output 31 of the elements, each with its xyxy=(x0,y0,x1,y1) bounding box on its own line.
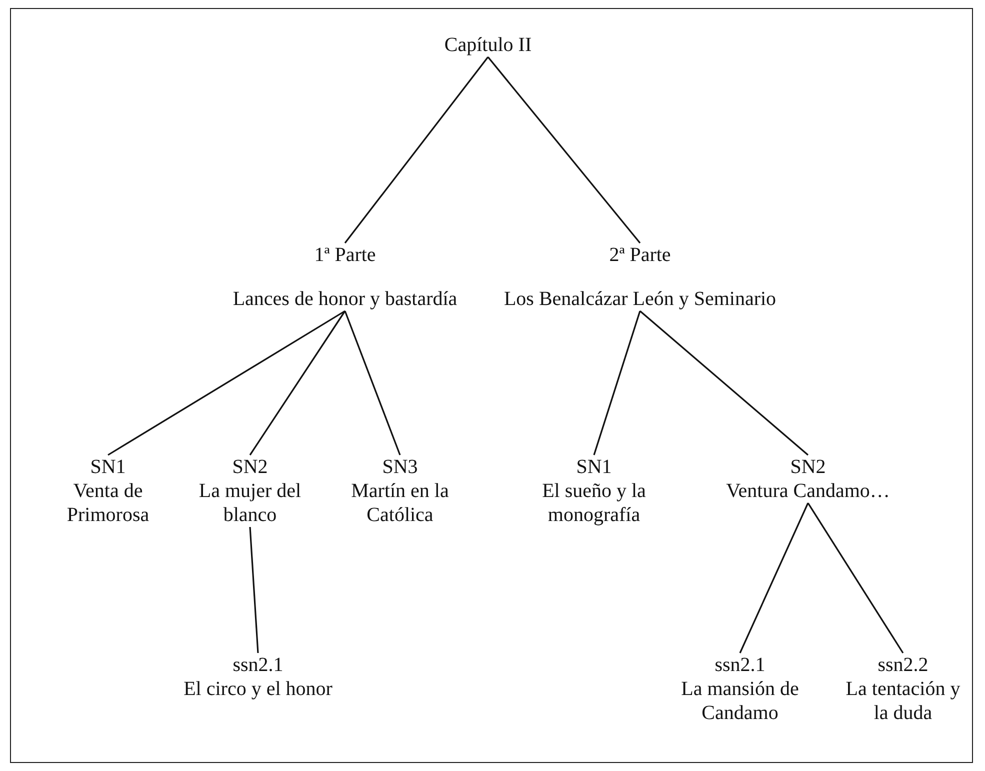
tree-line xyxy=(593,310,641,456)
node-title: El circo y el honor xyxy=(184,677,332,701)
node-heading: SN2 xyxy=(232,455,268,479)
node-title: La tentación y la duda xyxy=(844,677,962,725)
node-title: El sueño y la monografía xyxy=(541,479,647,527)
tree-line xyxy=(639,310,809,456)
node-title: Lances de honor y bastardía xyxy=(232,287,458,311)
tree-line xyxy=(249,310,346,456)
node-title: Martín en la Católica xyxy=(350,479,450,527)
node-title: Venta de Primorosa xyxy=(66,479,150,527)
node-heading: SN1 xyxy=(576,455,612,479)
tree-line xyxy=(807,502,904,654)
node-heading: 1ª Parte xyxy=(314,243,376,267)
tree-line xyxy=(108,310,346,456)
node-heading: SN3 xyxy=(382,455,418,479)
tree-line xyxy=(249,526,259,654)
node-title: Los Benalcázar León y Seminario xyxy=(504,287,776,311)
node-heading: SN2 xyxy=(790,455,826,479)
node-title: Capítulo II xyxy=(444,33,532,57)
node-heading: 2ª Parte xyxy=(609,243,671,267)
node-heading: ssn2.1 xyxy=(714,653,766,677)
node-title: Ventura Candamo… xyxy=(726,479,890,503)
tree-line xyxy=(344,310,401,456)
node-heading: ssn2.2 xyxy=(878,653,928,677)
node-heading: ssn2.1 xyxy=(232,653,284,677)
tree-line xyxy=(344,56,489,244)
node-title: La mujer del blanco xyxy=(198,479,302,527)
tree-line xyxy=(487,56,641,244)
node-title: La mansión de Candamo xyxy=(680,677,800,725)
node-heading: SN1 xyxy=(90,455,126,479)
tree-line xyxy=(739,502,809,654)
